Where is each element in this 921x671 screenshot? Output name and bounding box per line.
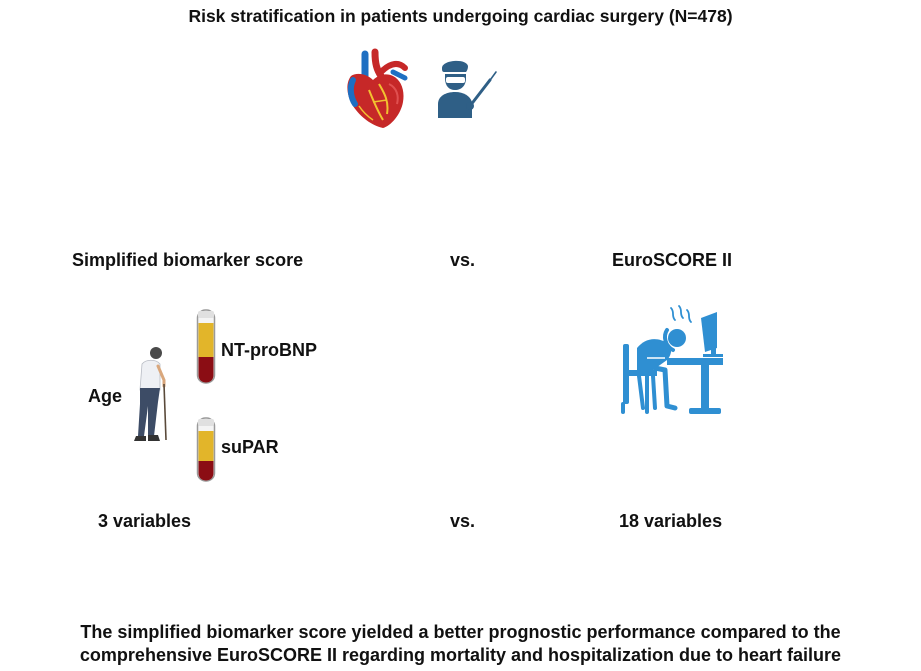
euroscore-heading: EuroSCORE II — [612, 250, 733, 270]
exhausted-worker-icon — [621, 305, 723, 414]
conclusion-line-2: comprehensive EuroSCORE II regarding mor… — [79, 645, 842, 665]
versus-label-top: vs. — [450, 250, 476, 270]
conclusion-text: The simplified biomarker score yielded a… — [0, 621, 921, 667]
euroscore-variable-count: 18 variables — [619, 511, 723, 531]
conclusion-line-1: The simplified biomarker score yielded a… — [80, 622, 841, 642]
biomarker-variable-count: 3 variables — [98, 511, 192, 531]
biomarker-score-heading: Simplified biomarker score — [72, 250, 304, 270]
supar-label: suPAR — [221, 437, 279, 457]
surgeon-icon — [438, 60, 497, 118]
age-label: Age — [88, 386, 123, 406]
versus-label-bottom: vs. — [450, 511, 476, 531]
figure-title: Risk stratification in patients undergoi… — [188, 6, 733, 26]
heart-icon — [347, 48, 408, 128]
blood-tube-icon — [196, 309, 216, 384]
nt-probnp-label: NT-proBNP — [221, 340, 317, 360]
elderly-person-icon — [134, 347, 167, 441]
blood-tube-icon — [196, 417, 216, 482]
